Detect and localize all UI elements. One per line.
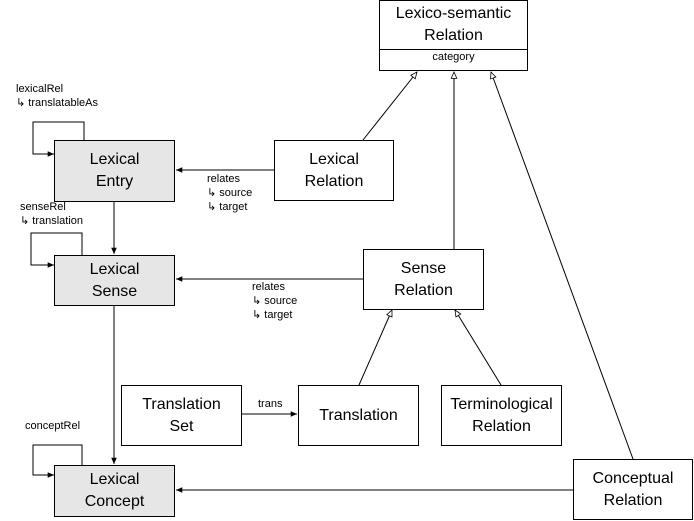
trans-label: trans bbox=[258, 398, 283, 410]
relates-sense-label: relates ↳ source ↳ target bbox=[252, 281, 298, 321]
sense-rel-label: senseRel ↳ translation bbox=[20, 201, 84, 227]
category-attribute: category bbox=[432, 51, 475, 63]
sense-relation-label: Sense Relation bbox=[394, 259, 453, 299]
conceptual-relation-label: Conceptual Relation bbox=[592, 469, 674, 509]
lexical-concept-label: Lexical Concept bbox=[84, 471, 145, 510]
lexical-relation-label: Lexical Relation bbox=[304, 150, 364, 190]
lexico-semantic-relation-title: Lexico-semantic Relation bbox=[395, 5, 512, 44]
conceptual-relation-node: Conceptual Relation bbox=[573, 459, 693, 520]
edge-lexical-concept-self-loop bbox=[32, 444, 83, 478]
lexical-entry-label: Lexical Entry bbox=[89, 151, 140, 190]
translation-node: Translation bbox=[298, 385, 419, 446]
relates-lexical-label: relates ↳ source ↳ target bbox=[207, 173, 253, 213]
lexical-rel-label: lexicalRel ↳ translatableAs bbox=[16, 83, 98, 109]
lexical-sense-label: Lexical Sense bbox=[89, 260, 140, 300]
generalization-translation bbox=[358, 310, 393, 386]
terminological-relation-node: Terminological Relation bbox=[441, 385, 562, 446]
terminological-relation-label: Terminological Relation bbox=[450, 395, 553, 435]
generalization-conceptual-relation bbox=[491, 72, 634, 460]
compartment-divider bbox=[380, 49, 527, 50]
edge-lexical-sense-self-loop bbox=[30, 232, 83, 268]
edge-lexical-entry-self-loop bbox=[32, 121, 85, 157]
concept-rel-label: conceptRel bbox=[25, 420, 81, 432]
lexical-relation-node: Lexical Relation bbox=[274, 140, 394, 201]
translation-set-node: Translation Set bbox=[121, 385, 242, 446]
translation-label: Translation bbox=[319, 406, 398, 424]
generalization-lexical-relation bbox=[362, 72, 417, 141]
lexical-entry-node: Lexical Entry bbox=[54, 140, 175, 202]
lexico-semantic-relation-node: Lexico-semantic Relation category bbox=[379, 0, 528, 71]
lexical-concept-node: Lexical Concept bbox=[54, 465, 175, 517]
generalization-terminological-relation bbox=[455, 310, 502, 386]
sense-relation-node: Sense Relation bbox=[363, 249, 484, 310]
translation-set-label: Translation Set bbox=[142, 395, 221, 435]
lexical-sense-node: Lexical Sense bbox=[54, 255, 175, 306]
